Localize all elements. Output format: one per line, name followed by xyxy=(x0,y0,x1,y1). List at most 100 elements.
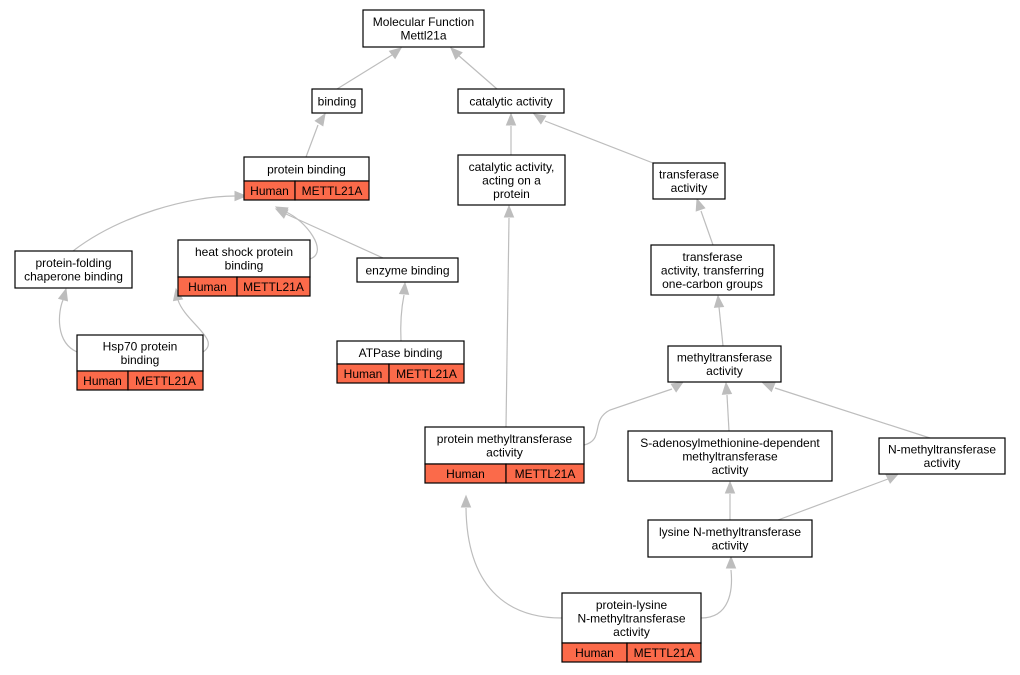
annotation-species: Human xyxy=(575,646,614,660)
arrowhead-icon xyxy=(57,287,69,302)
edges-layer xyxy=(57,47,931,619)
node-label-line: Mettl21a xyxy=(400,29,446,43)
node-label-line: activity xyxy=(712,463,749,477)
node-label-line: activity xyxy=(613,625,650,639)
arrowhead-icon xyxy=(724,480,736,494)
edge-sam-methyl-line xyxy=(726,394,730,432)
edge-nmethyl-methyl-line xyxy=(774,387,931,439)
annotation-species: Human xyxy=(83,374,122,388)
node-binding[interactable]: binding xyxy=(311,88,363,114)
edge-onecarbon-transferase-line xyxy=(700,210,714,246)
arrowhead-icon xyxy=(885,473,900,484)
annotation-gene-cell xyxy=(127,370,204,391)
edge-onecarbon-transferase xyxy=(695,197,714,246)
node-box xyxy=(650,244,775,296)
node-box xyxy=(878,437,1006,475)
node-label-line: protein methyltransferase xyxy=(437,432,573,446)
node-sam-dependent[interactable]: S-adenosylmethionine-dependentmethyltran… xyxy=(627,430,833,482)
edge-protmethyl-catalytic-protein xyxy=(503,204,515,428)
edge-transferase-catalytic xyxy=(532,113,654,164)
node-label-line: activity xyxy=(671,181,708,195)
node-catalytic[interactable]: catalytic activity xyxy=(457,88,565,114)
edge-protein-binding-binding xyxy=(305,112,326,158)
node-label-line: N-methyltransferase xyxy=(577,611,685,625)
edge-protlysine-protmethyl xyxy=(460,494,563,619)
edge-transferase-catalytic-line xyxy=(544,120,654,164)
edge-catalytic-root xyxy=(450,47,498,90)
node-enzyme-binding[interactable]: enzyme binding xyxy=(356,257,459,283)
arrowhead-icon xyxy=(234,190,248,202)
edge-catalytic-root-line xyxy=(457,54,498,90)
edge-hsp70-folding-line xyxy=(58,299,78,353)
node-label-line: protein xyxy=(493,187,530,201)
node-box xyxy=(177,239,311,278)
edge-atpase-enzyme xyxy=(398,281,410,342)
node-box xyxy=(667,345,782,383)
arrowhead-icon xyxy=(532,113,547,125)
node-box xyxy=(457,88,565,114)
annotation-gene: METTL21A xyxy=(243,280,304,294)
node-label-line: methyltransferase xyxy=(682,449,778,463)
arrowhead-icon xyxy=(388,47,403,60)
arrowhead-icon xyxy=(450,47,463,60)
edge-protmethyl-methyl xyxy=(583,381,685,446)
edge-protein-binding-binding-line xyxy=(305,124,319,158)
annotation-gene: METTL21A xyxy=(302,184,363,198)
arrowhead-icon xyxy=(460,494,472,508)
node-label-line: binding xyxy=(318,94,357,108)
annotation-gene: METTL21A xyxy=(135,374,196,388)
annotation-gene-cell xyxy=(294,180,370,201)
node-box xyxy=(457,154,566,206)
node-label-line: N-methyltransferase xyxy=(888,443,996,457)
annotation-gene-cell xyxy=(388,363,465,384)
node-box xyxy=(76,334,204,372)
edge-hsp70-heatshock-line xyxy=(177,299,209,353)
node-label-line: Hsp70 protein xyxy=(103,340,178,354)
arrowhead-icon xyxy=(670,381,685,393)
node-label-line: activity xyxy=(924,456,961,470)
node-label-line: catalytic activity xyxy=(469,94,552,108)
node-label-line: catalytic activity, xyxy=(469,160,555,174)
arrowhead-icon xyxy=(274,208,289,219)
node-label-line: acting on a xyxy=(482,173,541,187)
node-protein-lysine-n-methyltransferase[interactable]: protein-lysineN-methyltransferaseactivit… xyxy=(561,592,702,663)
node-label-line: transferase xyxy=(659,168,719,182)
node-label-line: binding xyxy=(121,353,160,367)
edge-hsp70-folding xyxy=(57,287,78,353)
node-label-line: heat shock protein xyxy=(195,245,293,259)
node-box xyxy=(356,257,459,283)
annotation-gene-cell xyxy=(505,463,585,484)
edge-binding-root-line xyxy=(336,54,393,90)
annotation-species: Human xyxy=(250,184,289,198)
annotation-species: Human xyxy=(188,280,227,294)
annotation-gene: METTL21A xyxy=(634,646,695,660)
arrowhead-icon xyxy=(721,381,733,395)
node-box xyxy=(561,592,702,644)
edge-methyl-onecarbon xyxy=(713,294,725,347)
node-box xyxy=(424,426,585,465)
node-label-line: activity, transferring xyxy=(661,263,764,277)
node-label-line: S-adenosylmethionine-dependent xyxy=(640,436,820,450)
node-label-line: one-carbon groups xyxy=(662,277,763,291)
node-box xyxy=(362,9,485,48)
arrowhead-icon xyxy=(398,281,410,295)
annotation-gene: METTL21A xyxy=(396,367,457,381)
annotation-gene-cell xyxy=(626,642,702,663)
edge-folding-protein-binding-line xyxy=(72,195,236,252)
edge-protmethyl-catalytic-protein-line xyxy=(505,217,510,428)
